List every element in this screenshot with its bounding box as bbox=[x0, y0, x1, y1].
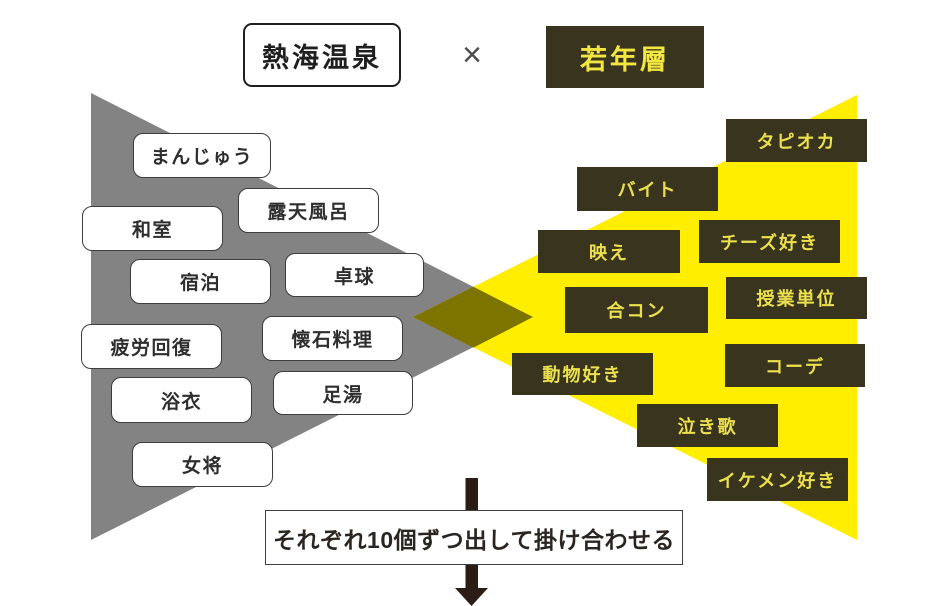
left-funnel-item: 浴衣 bbox=[111, 377, 252, 423]
multiply-icon: × bbox=[462, 35, 482, 74]
right-funnel-item: タピオカ bbox=[726, 119, 867, 162]
right-funnel-item: コーデ bbox=[725, 344, 865, 387]
left-funnel-item: 足湯 bbox=[273, 371, 413, 415]
instruction-box: それぞれ10個ずつ出して掛け合わせる bbox=[265, 510, 683, 565]
overlap-diamond bbox=[413, 286, 533, 348]
left-funnel-item: 卓球 bbox=[285, 253, 424, 297]
right-keyword-box: 若年層 bbox=[546, 26, 704, 88]
right-funnel-item: 合コン bbox=[565, 287, 708, 333]
right-funnel-item: 泣き歌 bbox=[637, 404, 778, 447]
left-funnel-item: 和室 bbox=[82, 206, 223, 251]
left-funnel-item: 疲労回復 bbox=[81, 324, 222, 369]
left-funnel-item: 女将 bbox=[132, 442, 273, 487]
left-funnel-item: 懐石料理 bbox=[262, 316, 403, 361]
right-funnel-item: 映え bbox=[538, 230, 680, 273]
down-arrow-shaft-bottom-icon bbox=[465, 565, 478, 590]
right-funnel-item: 授業単位 bbox=[726, 277, 867, 319]
left-funnel-item: 露天風呂 bbox=[238, 188, 379, 233]
right-funnel-item: イケメン好き bbox=[707, 458, 848, 501]
right-funnel-item: バイト bbox=[577, 167, 718, 211]
left-keyword-box: 熱海温泉 bbox=[243, 23, 401, 87]
down-arrow-shaft-top-icon bbox=[465, 478, 478, 511]
left-funnel-item: まんじゅう bbox=[133, 133, 271, 178]
right-funnel-item: チーズ好き bbox=[699, 220, 840, 263]
left-funnel-item: 宿泊 bbox=[130, 259, 271, 304]
right-funnel-item: 動物好き bbox=[512, 353, 653, 395]
down-arrow-head-icon bbox=[455, 588, 488, 606]
